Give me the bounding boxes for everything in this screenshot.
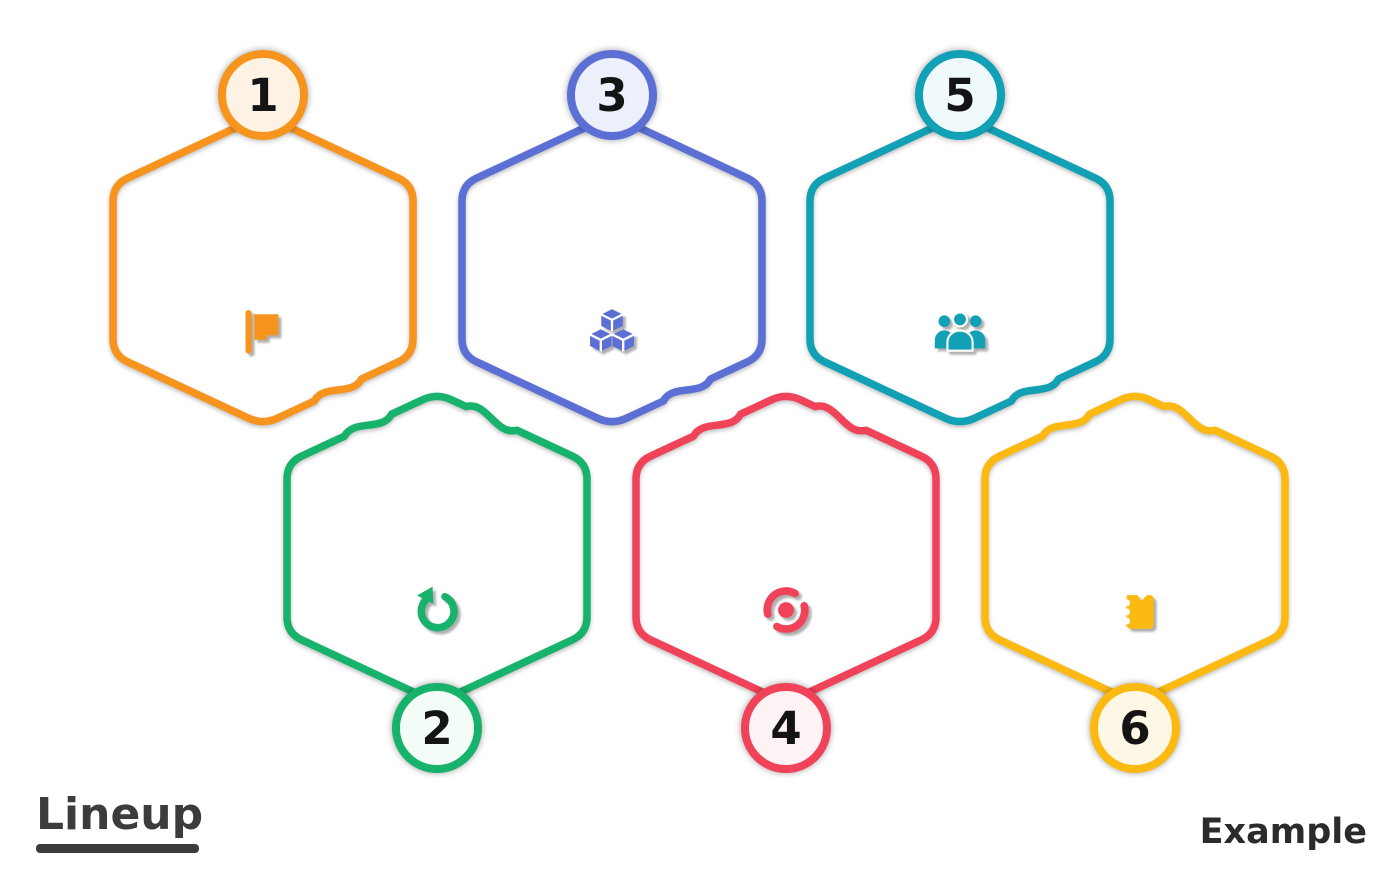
- title-block: Lineup: [36, 789, 204, 854]
- hex-outline-1: [109, 114, 417, 426]
- badge-number: 5: [944, 68, 976, 122]
- flag-icon: [235, 304, 291, 360]
- badge-number: 1: [247, 68, 279, 122]
- badge-number: 4: [770, 701, 802, 755]
- refresh-icon: [409, 582, 465, 638]
- hex-outline-6: [981, 392, 1289, 704]
- step-3-badge: 3: [567, 50, 657, 140]
- team-icon: [932, 304, 988, 360]
- hex-outline-4: [632, 392, 940, 704]
- step-2-badge: 2: [392, 683, 482, 773]
- badge-number: 3: [596, 68, 628, 122]
- step-4-badge: 4: [741, 683, 831, 773]
- badge-number: 2: [421, 701, 453, 755]
- hex-outline-5: [806, 114, 1114, 426]
- hex-outline-2: [283, 392, 591, 704]
- sync-icon: [758, 582, 814, 638]
- step-1-badge: 1: [218, 50, 308, 140]
- thumbs-up-icon: [1107, 582, 1163, 638]
- step-6-badge: 6: [1090, 683, 1180, 773]
- cubes-icon: [584, 304, 640, 360]
- watermark-label: Example: [1199, 812, 1367, 852]
- hex-outline-3: [458, 114, 766, 426]
- step-5-badge: 5: [915, 50, 1005, 140]
- title-underline: [36, 844, 199, 854]
- page-title: Lineup: [36, 789, 204, 840]
- badge-number: 6: [1119, 701, 1151, 755]
